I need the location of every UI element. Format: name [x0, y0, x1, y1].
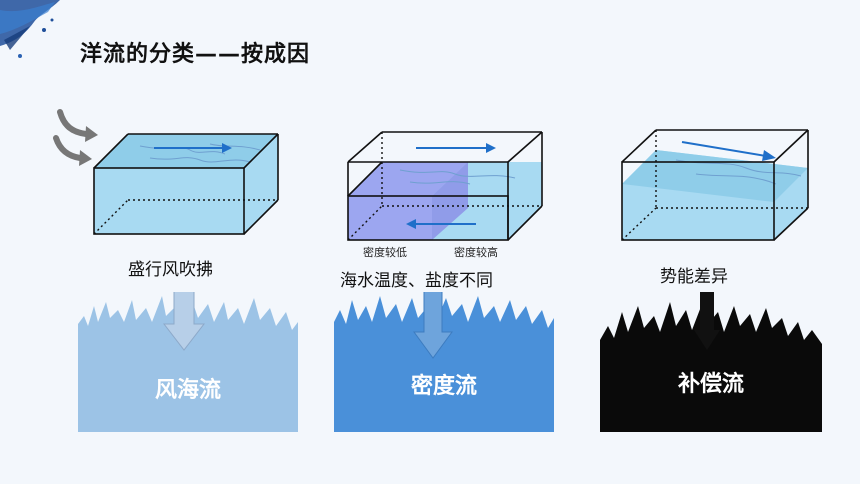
- compensation-cause-label: 势能差异: [660, 267, 728, 287]
- compensation-tank-diagram: [621, 129, 809, 241]
- compensation-current-label: 补偿流: [677, 372, 744, 397]
- high-density-label: 密度较高: [454, 246, 498, 259]
- density-cause-label: 海水温度、盐度不同: [340, 271, 493, 291]
- wind-arrow-icon: [53, 109, 89, 161]
- wind-current-label: 风海流: [154, 378, 221, 403]
- compensation-current-panel: [600, 292, 822, 432]
- density-current-panel: [334, 292, 554, 432]
- page-title: 洋流的分类——按成因: [80, 42, 311, 67]
- ink-splash-decoration: [0, 0, 60, 58]
- wind-tank-diagram: [53, 109, 279, 235]
- wind-current-panel: [78, 292, 298, 432]
- density-tank-diagram: [347, 131, 543, 241]
- wind-cause-label: 盛行风吹拂: [128, 260, 213, 280]
- low-density-label: 密度较低: [363, 246, 407, 259]
- density-current-label: 密度流: [410, 374, 477, 399]
